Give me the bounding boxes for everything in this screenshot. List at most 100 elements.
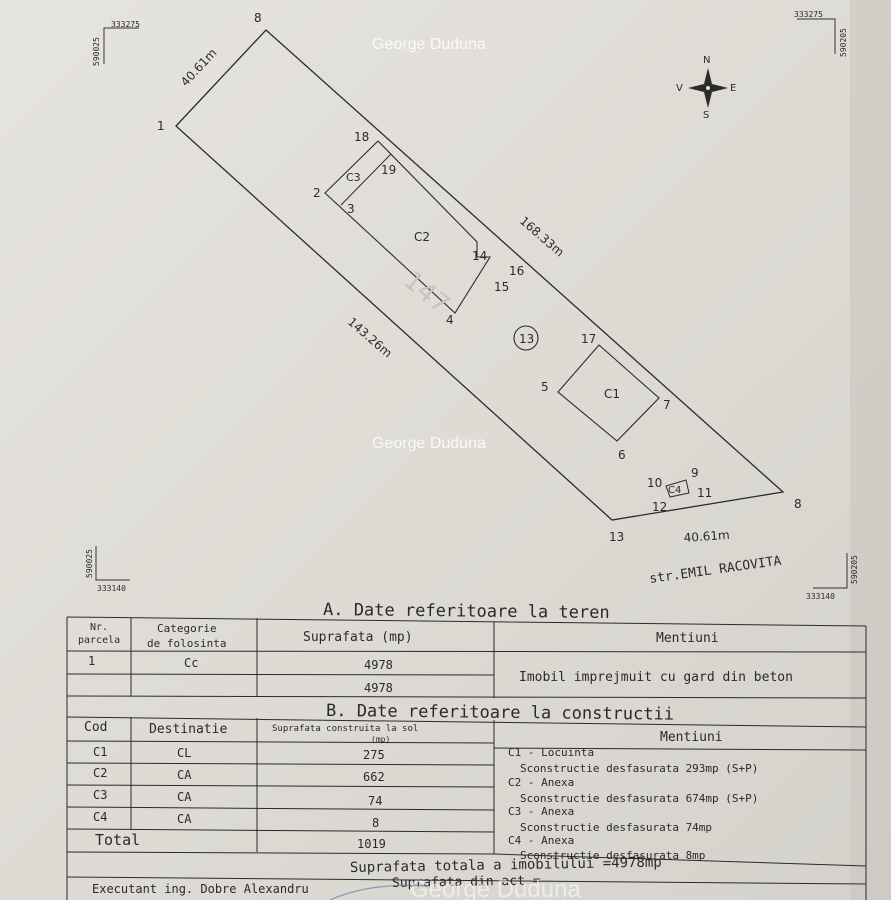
corner-br-y: 590205	[850, 555, 859, 584]
corner-bl-x: 333140	[97, 584, 126, 593]
point-2: 2	[313, 186, 321, 200]
b-row-c3-cod: C3	[93, 788, 107, 802]
a-header-mentiuni: Mentiuni	[656, 631, 719, 646]
a-header-folosinta: de folosinta	[147, 637, 226, 650]
b-mentiuni-line-1: C1 - Locuinta	[508, 746, 594, 759]
parcel-outline	[175, 29, 785, 521]
b-total-value: 1019	[357, 837, 386, 851]
point-3: 3	[347, 202, 355, 216]
corner-tr-y: 590205	[839, 28, 848, 57]
b-row-c3: C3 CA 74	[93, 788, 382, 808]
b-mentiuni-line-8: Sconstructie desfasurata 8mp	[520, 849, 705, 862]
b-row-c3-dest: CA	[177, 790, 192, 804]
corner-br-x: 333140	[806, 592, 835, 601]
b-row-c4-supr: 8	[372, 816, 379, 830]
b-mentiuni-line-5: C3 - Anexa	[508, 805, 574, 818]
point-19: 19	[381, 163, 396, 177]
compass-north: N	[703, 55, 710, 66]
executant: Executant ing. Dobre Alexandru	[92, 882, 309, 896]
a-header-categorie: Categorie	[157, 622, 217, 635]
b-mentiuni-line-3: C2 - Anexa	[508, 776, 574, 789]
b-row-c4-cod: C4	[93, 810, 107, 824]
a-total-suprafata: 4978	[364, 681, 393, 695]
building-c3-divider	[340, 153, 392, 206]
corner-bl-y: 590025	[85, 549, 94, 578]
watermark-middle: George Duduna	[372, 435, 486, 452]
building-c4-outline	[665, 479, 690, 498]
point-8-bottom: 8	[794, 497, 802, 511]
building-c1-label: C1	[604, 387, 620, 401]
b-header-mentiuni: Mentiuni	[660, 730, 723, 745]
point-13: 13	[609, 530, 624, 544]
parcel-number: 13	[519, 332, 534, 346]
building-c2-label: C2	[414, 230, 430, 244]
a-header-suprafata: Suprafata (mp)	[303, 630, 413, 645]
b-row-c1: C1 CL 275	[93, 745, 385, 762]
corner-tr-x: 333275	[794, 10, 823, 19]
b-row-c1-dest: CL	[177, 746, 191, 760]
b-header-destinatie: Destinatie	[149, 722, 227, 737]
b-mentiuni-list: C1 - Locuinta Sconstructie desfasurata 2…	[508, 746, 758, 862]
corner-mark-top-left	[103, 27, 139, 64]
corner-mark-bottom-left	[95, 546, 130, 581]
watermark-top: George Duduna	[372, 36, 486, 53]
b-row-c2: C2 CA 662	[93, 766, 385, 784]
b-row-c4-dest: CA	[177, 812, 192, 826]
b-row-c3-supr: 74	[368, 794, 382, 808]
point-7: 7	[663, 398, 671, 412]
b-mentiuni-line-7: C4 - Anexa	[508, 834, 574, 847]
b-row-c1-supr: 275	[363, 748, 385, 762]
b-mentiuni-line-6: Sconstructie desfasurata 74mp	[520, 821, 712, 834]
b-mentiuni-line-2: Sconstructie desfasurata 293mp (S+P)	[520, 762, 758, 775]
building-c2-outline	[324, 140, 491, 314]
point-4: 4	[446, 313, 454, 327]
compass-south: S	[703, 110, 709, 121]
b-row-c1-cod: C1	[93, 745, 107, 759]
b-row-c4: C4 CA 8	[93, 810, 379, 830]
point-6: 6	[618, 448, 626, 462]
point-17: 17	[581, 332, 596, 346]
corner-tl-x: 333275	[111, 20, 140, 29]
a-mentiuni-text: Imobil imprejmuit cu gard din beton	[519, 670, 793, 685]
compass-east: E	[730, 83, 736, 94]
b-row-c2-supr: 662	[363, 770, 385, 784]
data-table	[66, 616, 867, 900]
b-row-c2-cod: C2	[93, 766, 107, 780]
compass-rose-icon	[688, 68, 728, 108]
b-header-suprafata: Suprafata construita la sol	[272, 724, 418, 734]
paper-shadow-edge	[850, 0, 891, 900]
dim-bottom: 40.61m	[683, 528, 730, 545]
b-total-label: Total	[95, 831, 140, 849]
compass-west: V	[676, 83, 683, 94]
building-c3-label: C3	[346, 171, 361, 184]
building-c1-outline	[557, 344, 660, 442]
b-mentiuni-line-4: Sconstructie desfasurata 674mp (S+P)	[520, 792, 758, 805]
section-a-title: A. Date referitoare la teren	[323, 600, 610, 623]
a-header-nr: Nr.	[90, 622, 108, 633]
point-15: 15	[494, 280, 509, 294]
a-row-nr: 1	[88, 654, 95, 668]
section-b-title: B. Date referitoare la constructii	[326, 701, 674, 725]
point-10: 10	[647, 476, 662, 490]
point-16: 16	[509, 264, 524, 278]
a-header-parcela: parcela	[78, 635, 120, 646]
b-header-mp: (mp)	[371, 735, 390, 744]
total-imobil: Suprafata totala a imobilului =4978mp	[350, 855, 662, 876]
a-row-suprafata: 4978	[364, 658, 393, 672]
suprafata-din-act: Suprafata din act =	[392, 873, 541, 891]
b-header-cod: Cod	[84, 720, 107, 735]
corner-mark-bottom-right	[813, 553, 848, 589]
point-14: 14	[472, 249, 487, 263]
point-8-top: 8	[254, 11, 262, 25]
point-1: 1	[157, 119, 165, 133]
corner-tl-y: 590025	[92, 37, 101, 66]
point-9: 9	[691, 466, 699, 480]
corner-mark-top-right	[797, 18, 836, 54]
point-12: 12	[652, 500, 667, 514]
watermark-bottom: George Duduna	[410, 876, 581, 900]
building-c4-label: C4	[668, 485, 681, 496]
stamp-fragment	[329, 884, 431, 900]
point-11: 11	[697, 486, 712, 500]
